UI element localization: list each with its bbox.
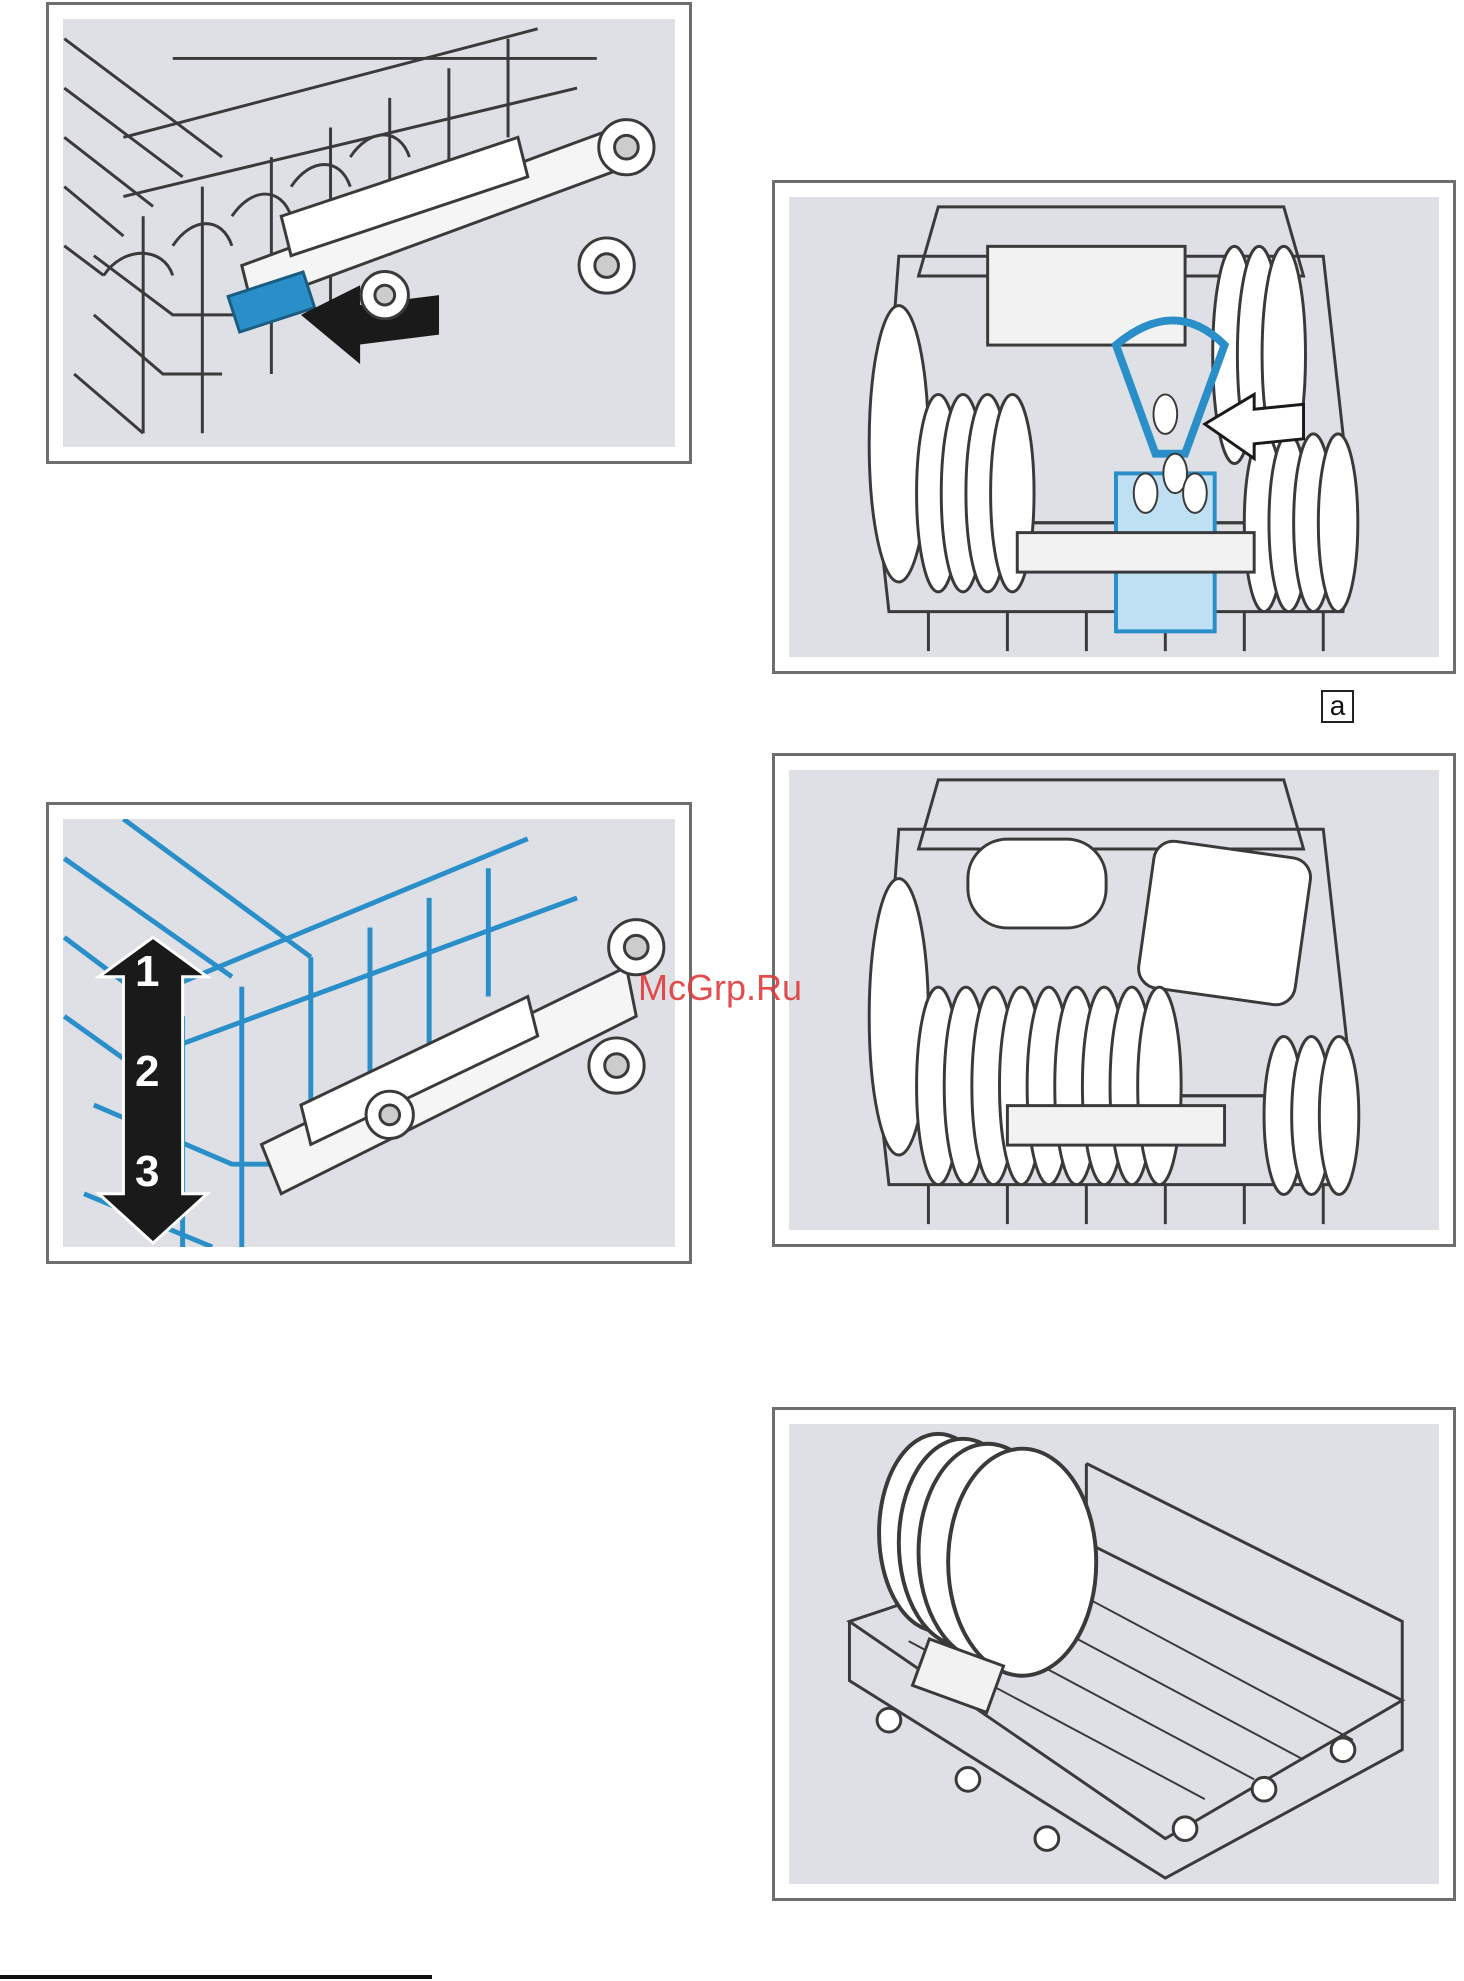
cutlery-basket-illustration (789, 197, 1439, 657)
figure-rack-release-panel (63, 19, 675, 447)
figure-cutlery-basket (772, 180, 1456, 674)
figure-rack-height-panel: 1 2 3 (63, 819, 675, 1247)
footer-rule (0, 1975, 432, 1979)
figure-label-a: a (1321, 690, 1354, 723)
figure-rack-height-levels: 1 2 3 (46, 802, 692, 1264)
height-level-2: 2 (135, 1047, 159, 1097)
figure-rack-release (46, 2, 692, 464)
upper-basket-illustration (789, 770, 1439, 1230)
figure-cutlery-basket-panel (789, 197, 1439, 657)
lower-basket-plates-icon (879, 1434, 1096, 1676)
figure-lower-basket-plates (772, 1407, 1456, 1901)
figure-upper-basket-panel (789, 770, 1439, 1230)
height-level-3: 3 (135, 1147, 159, 1197)
rack-release-illustration (63, 19, 675, 447)
lower-basket-illustration (789, 1424, 1439, 1884)
figure-lower-basket-panel (789, 1424, 1439, 1884)
watermark-text: McGrp.Ru (638, 967, 802, 1009)
figure-upper-basket-load (772, 753, 1456, 1247)
height-level-1: 1 (135, 947, 159, 997)
